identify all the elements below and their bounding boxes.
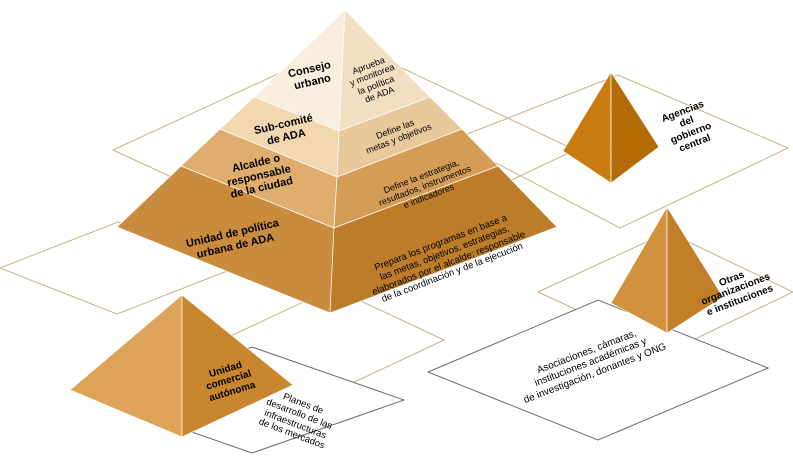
background-plane-outline-agencias [450, 74, 790, 229]
other-orgs-pyramid-right-face [666, 205, 724, 334]
central-gov-pyramid-left-face [562, 70, 612, 184]
commercial-unit-pyramid-right-face [181, 294, 294, 438]
main-pyramid-level-4-right-face [329, 165, 558, 314]
associations-plate [426, 299, 770, 441]
central-gov-pyramid-right-face [610, 70, 660, 184]
commercial-unit-pyramid-left-face [69, 294, 183, 438]
